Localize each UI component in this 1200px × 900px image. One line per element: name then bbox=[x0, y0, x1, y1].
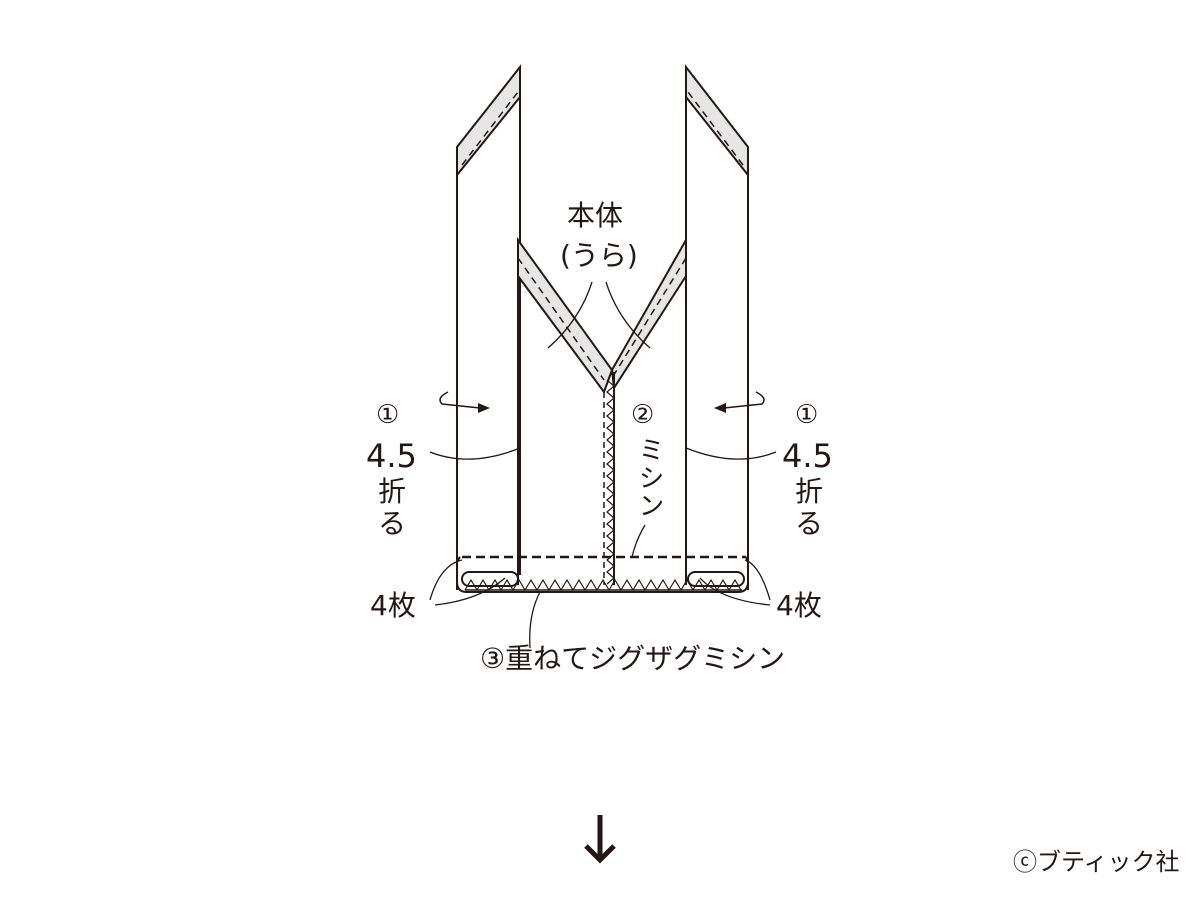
fold-amount-right: 4.5 bbox=[782, 437, 833, 475]
bottom-outline bbox=[456, 570, 749, 593]
fold-text-left-1: 折 bbox=[378, 475, 407, 508]
right-strip bbox=[685, 64, 749, 590]
fold-text-right-1: 折 bbox=[795, 475, 824, 508]
fold-arrow-left-icon bbox=[439, 391, 490, 413]
step1-mark-left: ① bbox=[376, 400, 400, 430]
left-strip bbox=[456, 64, 521, 590]
copyright: ⓒブティック社 bbox=[1013, 848, 1180, 876]
step2-mark: ② bbox=[631, 400, 655, 430]
layers-right: 4枚 bbox=[776, 589, 822, 622]
center-body bbox=[517, 236, 687, 585]
label-body: 本体 bbox=[567, 199, 624, 232]
fold-arrow-right-icon bbox=[714, 391, 765, 413]
step3-text: ③重ねてジグザグミシン bbox=[480, 642, 786, 675]
down-arrow-icon bbox=[584, 815, 616, 864]
step2-text: ミシン bbox=[634, 436, 664, 520]
fold-amount-left: 4.5 bbox=[366, 437, 417, 475]
step1-mark-right: ① bbox=[795, 400, 819, 430]
layers-left: 4枚 bbox=[370, 589, 416, 622]
fold-text-left-2: る bbox=[378, 507, 407, 540]
fold-text-right-2: る bbox=[795, 507, 824, 540]
label-body-side: (うら) bbox=[560, 239, 638, 272]
